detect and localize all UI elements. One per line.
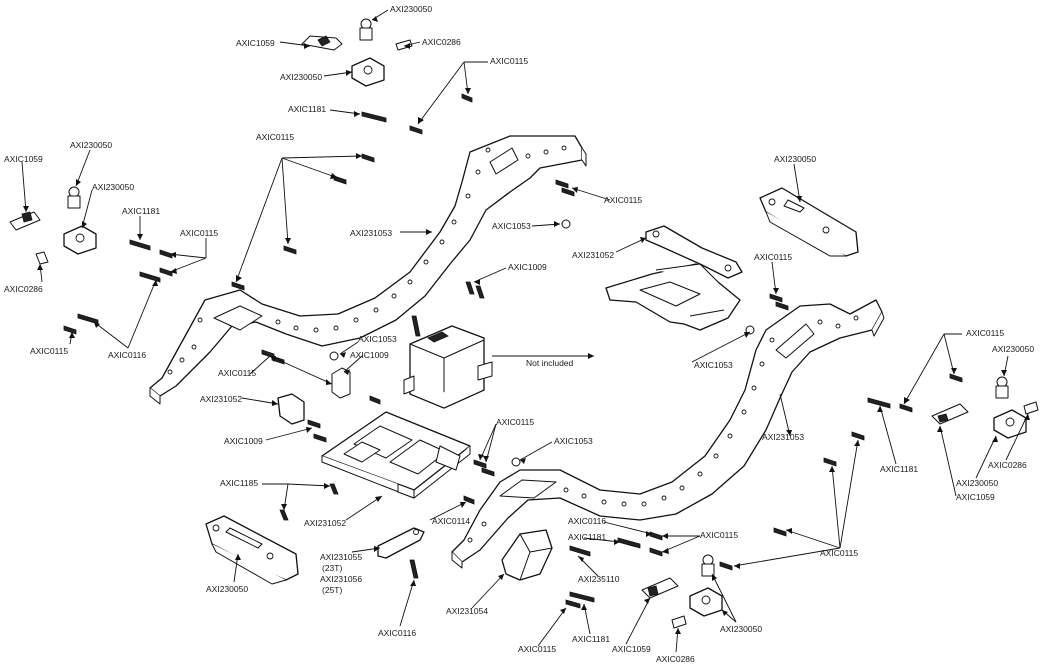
body-post-left <box>9 186 97 265</box>
part-label: AXIC0115 <box>30 346 68 356</box>
part-label: AXI231055 <box>320 552 362 562</box>
part-label: AXIC1181 <box>572 634 610 644</box>
part-label: AXIC1053 <box>358 334 397 344</box>
bumper-mount-upper-right <box>759 187 859 257</box>
part-label: (23T) <box>322 563 342 573</box>
part-label: Not included <box>526 358 574 368</box>
part-label: AXI235110 <box>578 574 620 584</box>
part-label: AXI230050 <box>774 154 816 164</box>
part-label: AXI231053 <box>762 432 804 442</box>
part-label: AXIC1053 <box>492 221 531 231</box>
part-label: AXIC1181 <box>880 464 918 474</box>
servo <box>403 325 493 409</box>
right-chassis-rail <box>451 299 885 569</box>
body-post-bottom <box>641 554 723 629</box>
part-labels: AXI230050 AXIC1059 AXIC0286 AXI230050 AX… <box>4 4 1034 664</box>
body-post-right <box>931 376 1039 439</box>
screws <box>63 93 963 609</box>
part-label: AXIC0116 <box>108 350 146 360</box>
part-label: AXIC0114 <box>432 516 470 526</box>
small-mount-left <box>277 367 351 425</box>
part-label: AXIC0115 <box>518 644 556 654</box>
part-label: AXIC0115 <box>754 252 792 262</box>
part-label: AXI231056 <box>320 574 362 584</box>
part-label: AXIC1053 <box>694 360 733 370</box>
nuts <box>329 219 755 467</box>
part-label: AXIC1181 <box>122 206 160 216</box>
part-label: AXIC1009 <box>350 350 389 360</box>
right-rail-holes <box>467 315 859 543</box>
part-label: (25T) <box>322 585 342 595</box>
part-label: AXI231052 <box>572 250 614 260</box>
part-label: AXIC0115 <box>604 195 642 205</box>
body-post-top <box>301 18 413 87</box>
cross-brace-right <box>605 263 741 331</box>
part-label: AXI230050 <box>92 182 134 192</box>
part-label: AXIC1181 <box>288 104 326 114</box>
link-mount-part <box>501 529 553 581</box>
part-label: AXIC0116 <box>378 628 416 638</box>
part-label: AXIC1185 <box>220 478 258 488</box>
part-label: AXIC0115 <box>820 548 858 558</box>
part-label: AXI230050 <box>720 624 762 634</box>
part-label: AXIC1009 <box>508 262 547 272</box>
part-label: AXI231054 <box>446 606 488 616</box>
part-label: AXIC1059 <box>956 492 995 502</box>
servo-horn <box>377 527 425 559</box>
part-label: AXI230050 <box>956 478 998 488</box>
part-label: AXIC1059 <box>236 38 275 48</box>
part-label: AXIC0286 <box>422 37 461 47</box>
part-label: AXIC0115 <box>256 132 294 142</box>
arrowheads <box>23 16 1030 634</box>
part-label: AXI230050 <box>70 140 112 150</box>
servo-plate <box>321 411 471 499</box>
part-label: AXI231052 <box>200 394 242 404</box>
left-chassis-rail <box>149 135 587 405</box>
part-label: AXIC0286 <box>4 284 43 294</box>
part-label: AXI230050 <box>992 344 1034 354</box>
part-label: AXIC0115 <box>496 417 534 427</box>
part-label: AXIC1053 <box>554 436 593 446</box>
part-label: AXIC0116 <box>568 516 606 526</box>
part-label: AXI231053 <box>350 228 392 238</box>
part-label: AXIC0115 <box>700 530 738 540</box>
part-label: AXIC1059 <box>4 154 43 164</box>
part-label: AXI230050 <box>280 72 322 82</box>
part-label: AXI231052 <box>304 518 346 528</box>
part-label: AXIC0286 <box>656 654 695 664</box>
part-label: AXIC0115 <box>180 228 218 238</box>
part-label: AXIC1059 <box>612 644 651 654</box>
part-label: AXIC1181 <box>568 532 606 542</box>
part-label: AXIC0115 <box>966 328 1004 338</box>
upper-link-mount <box>645 225 743 279</box>
left-rail-holes <box>167 145 567 375</box>
part-label: AXI230050 <box>206 584 248 594</box>
part-label: AXIC0115 <box>490 56 528 66</box>
part-label: AXIC0286 <box>988 460 1027 470</box>
bumper-mount-lower-left <box>205 515 299 585</box>
part-label: AXI230050 <box>390 4 432 14</box>
part-label: AXIC0115 <box>218 368 256 378</box>
part-label: AXIC1009 <box>224 436 263 446</box>
